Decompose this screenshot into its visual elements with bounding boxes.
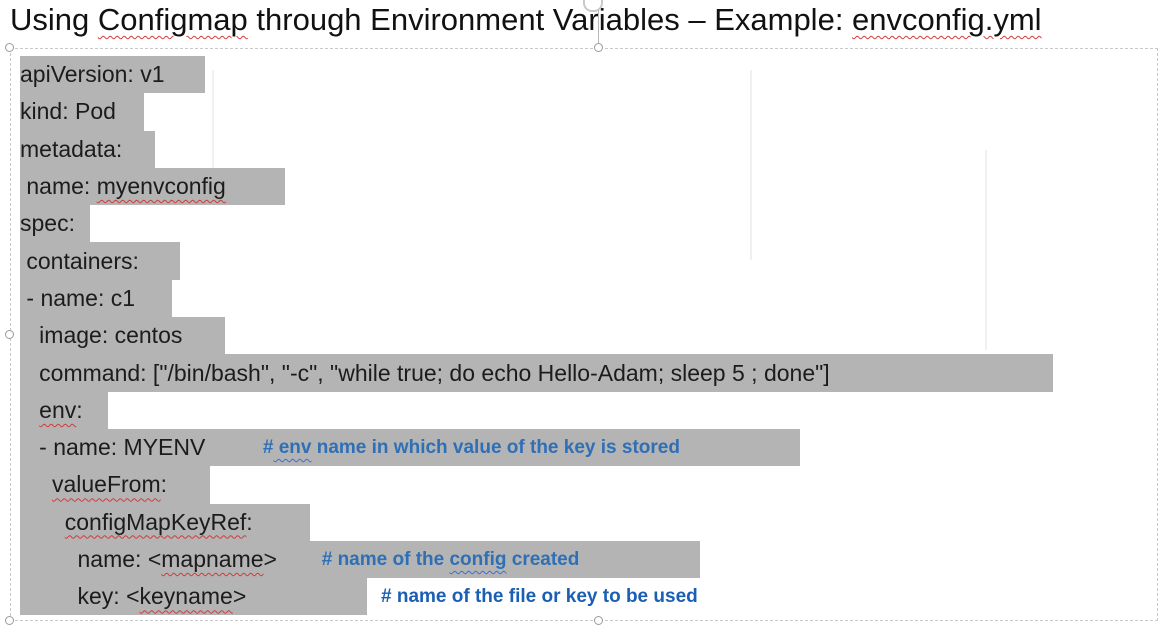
code-key: name:: [20, 173, 97, 200]
code-punct: :: [76, 396, 83, 423]
code-punct: :: [160, 471, 167, 498]
code-text: spec:: [20, 205, 90, 243]
code-value: valueFrom: [51, 471, 161, 498]
title-middle: through Environment Variables – Example:: [247, 2, 853, 37]
code-indent: [20, 466, 52, 503]
code-line: command: ["/bin/bash", "-c", "while true…: [20, 354, 1080, 392]
title-prefix: Using: [10, 2, 98, 37]
yaml-code-block[interactable]: apiVersion: v1 kind: Pod metadata: name:…: [20, 56, 1080, 616]
code-line: - name: c1: [20, 279, 1080, 318]
code-text: configMapKeyRef:: [20, 503, 310, 541]
code-line: image: centos: [20, 317, 1080, 355]
rotate-connector: [598, 10, 599, 43]
comment-part: created: [506, 549, 580, 570]
code-value: configMapKeyRef: [64, 508, 247, 535]
code-key: - name: MYENV: [20, 434, 263, 461]
code-line: spec:: [20, 205, 1080, 243]
code-text: containers:: [20, 242, 180, 280]
code-text: - name: c1: [20, 279, 172, 318]
code-line: containers:: [20, 242, 1080, 280]
rotate-handle-icon[interactable]: [583, 0, 603, 12]
resize-handle-top-middle[interactable]: [594, 43, 603, 52]
code-comment: # name of the file or key to be used: [381, 586, 698, 608]
resize-handle-bottom-middle[interactable]: [594, 616, 603, 625]
code-line: metadata:: [20, 130, 1080, 168]
resize-handle-top-left[interactable]: [5, 43, 14, 52]
code-text: env:: [20, 391, 108, 429]
resize-handle-middle-left[interactable]: [5, 330, 14, 339]
code-line: configMapKeyRef:: [20, 503, 1080, 541]
title-filename: envconfig.yml: [852, 2, 1042, 37]
code-line: apiVersion: v1: [20, 56, 1080, 94]
code-text: key: <keyname>: [20, 578, 367, 616]
code-value: keyname: [139, 583, 233, 610]
code-comment: # name of the config created: [322, 541, 580, 578]
code-value: env: [39, 396, 77, 423]
background-ghost-line: [985, 150, 987, 350]
code-line: kind: Pod: [20, 93, 1080, 131]
slide-title: Using Configmap through Environment Vari…: [10, 0, 1160, 44]
code-value: mapname: [161, 546, 264, 572]
comment-part: config: [449, 549, 507, 570]
code-line: key: <keyname> # name of the file or key…: [20, 578, 1080, 616]
code-key: key: <: [20, 583, 140, 610]
background-ghost-line: [750, 70, 752, 260]
code-punct: >: [232, 583, 247, 610]
code-text: command: ["/bin/bash", "-c", "while true…: [20, 354, 1053, 392]
code-punct: >: [263, 546, 322, 572]
comment-part: # name of the: [321, 549, 450, 570]
code-key: [20, 392, 39, 429]
code-text: kind: Pod: [20, 93, 144, 131]
code-text: valueFrom:: [20, 466, 210, 504]
code-value: myenvconfig: [96, 173, 226, 200]
code-text: metadata:: [20, 130, 155, 168]
code-line: env:: [20, 391, 1080, 429]
code-text: name: myenvconfig: [20, 167, 285, 206]
code-indent: [20, 504, 65, 541]
code-line: - name: MYENV # env name in which value …: [20, 428, 1080, 467]
background-ghost-line: [212, 70, 214, 190]
title-configmap-word: Configmap: [97, 2, 248, 37]
code-text: - name: MYENV # env name in which value …: [20, 428, 800, 467]
code-text: name: <mapname> # name of the config cre…: [20, 540, 700, 579]
code-comment: # env name in which value of the key is …: [262, 437, 680, 459]
code-text: apiVersion: v1: [20, 56, 205, 94]
resize-handle-bottom-left[interactable]: [5, 616, 14, 625]
code-punct: :: [246, 508, 253, 535]
code-line: name: myenvconfig: [20, 167, 1080, 206]
code-key: name: <: [20, 546, 162, 572]
code-line: valueFrom:: [20, 466, 1080, 504]
code-text: image: centos: [20, 317, 225, 355]
code-line: name: <mapname> # name of the config cre…: [20, 540, 1080, 579]
